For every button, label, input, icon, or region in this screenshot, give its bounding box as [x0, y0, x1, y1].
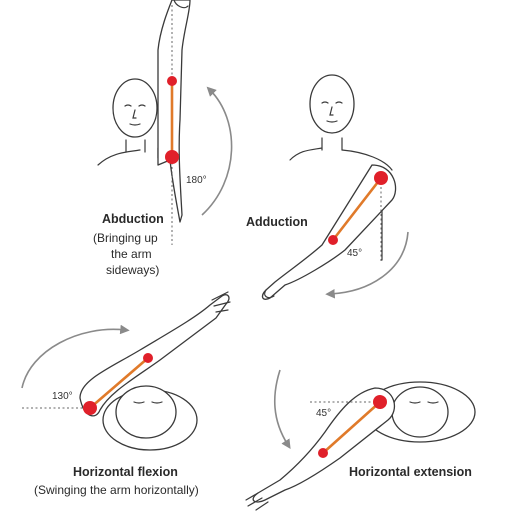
adduction-arm [261, 164, 397, 300]
adduction-left-shoulder [289, 147, 323, 161]
nose [132, 109, 137, 119]
mouth [129, 123, 141, 126]
flexion-shoulder-joint [83, 401, 97, 415]
extension-arm [252, 387, 396, 503]
extension-angle: 45° [316, 408, 331, 419]
adduction-neck [321, 137, 343, 151]
flexion-humerus-line [88, 356, 150, 410]
abduction-angle: 180° [186, 175, 207, 186]
abduction-figure [97, 0, 233, 245]
extension-arc-arrow [273, 369, 291, 450]
extension-hand-fingers [245, 492, 269, 511]
extension-elbow-joint [318, 448, 328, 458]
extension-shoulder-joint [373, 395, 387, 409]
adduction-eyes [321, 101, 343, 104]
adduction-angle: 45° [347, 248, 362, 259]
flexion-angle: 130° [52, 391, 73, 402]
extension-head-outline [391, 386, 449, 438]
adduction-hand [264, 289, 275, 299]
shoulder-joint [165, 150, 179, 164]
flexion-hand-fingers [211, 291, 231, 313]
abduction-title: Abduction [102, 212, 164, 226]
raised-hand [173, 0, 189, 9]
abduction-sub-line-2: the arm [111, 247, 152, 261]
adduction-shoulder-joint [374, 171, 388, 185]
adduction-nose [329, 106, 334, 116]
adduction-humerus-line [331, 176, 383, 242]
extension-eyes [409, 401, 439, 404]
flexion-arc-arrow [21, 324, 130, 389]
adduction-title: Adduction [246, 215, 308, 229]
elbow-joint [167, 76, 177, 86]
horizontal-flexion-figure [21, 291, 231, 451]
flexion-sub: (Swinging the arm horizontally) [34, 483, 199, 497]
head-outline [112, 78, 158, 138]
abduction-sub-line-1: (Bringing up [93, 231, 158, 245]
raised-arm [157, 0, 191, 223]
flexion-title: Horizontal flexion [73, 465, 178, 479]
flexion-elbow-joint [143, 353, 153, 363]
extension-title: Horizontal extension [349, 465, 472, 479]
adduction-head-outline [309, 74, 355, 134]
adduction-figure [261, 74, 409, 300]
abduction-sub-line-3: sideways) [106, 263, 159, 277]
flexion-head-outline [115, 385, 177, 439]
abduction-arc-arrow [201, 86, 233, 216]
neck-lines [125, 139, 146, 153]
adduction-elbow-joint [328, 235, 338, 245]
extension-humerus-line [321, 400, 382, 455]
flexion-eyes [133, 401, 163, 404]
horizontal-extension-figure [245, 369, 476, 511]
eyes [124, 104, 146, 107]
left-shoulder-line [97, 149, 141, 166]
adduction-arc-arrow [325, 231, 409, 299]
adduction-mouth [326, 120, 338, 123]
